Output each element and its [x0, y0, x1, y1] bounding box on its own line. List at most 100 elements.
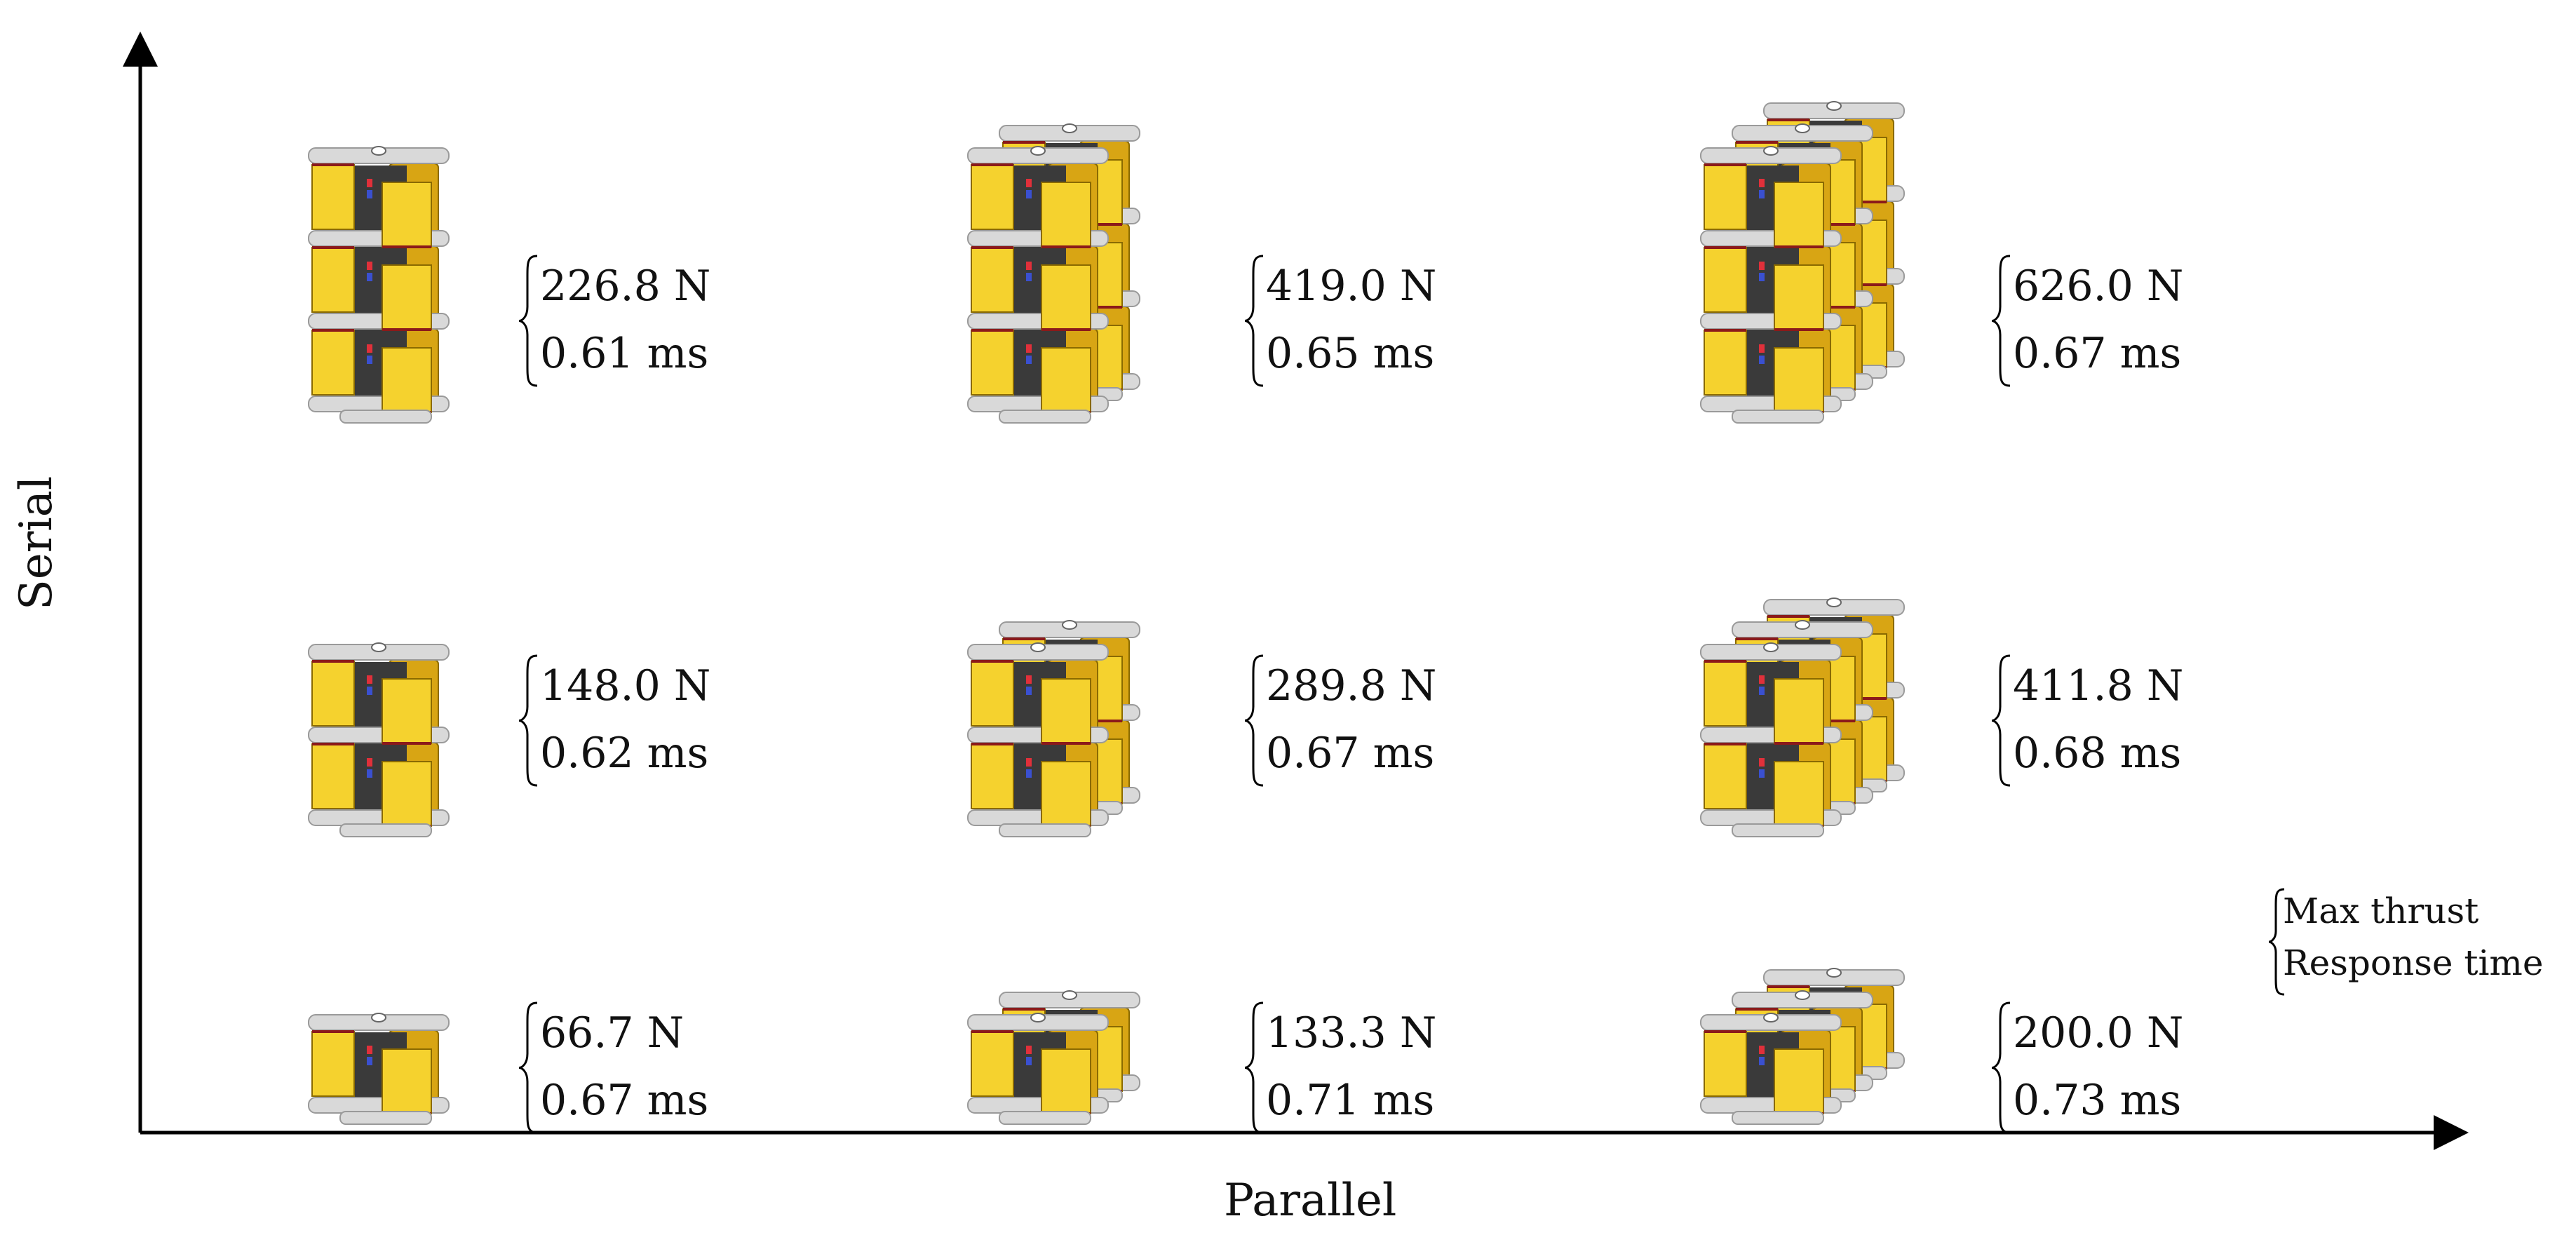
contact-blue: [1026, 356, 1032, 364]
top-hole: [1030, 642, 1046, 652]
response-time-value: 0.67 ms: [1266, 729, 1435, 778]
top-hole: [1795, 620, 1810, 630]
contact-red: [1026, 758, 1032, 767]
max-thrust-value: 148.0 N: [540, 661, 711, 710]
front-panel-left: [1704, 247, 1747, 313]
actuator-unit: [967, 642, 1109, 837]
module-3s2p: [967, 123, 1140, 424]
front-panel-left: [311, 743, 355, 809]
contact-red: [1759, 262, 1765, 270]
response-time-value: 0.67 ms: [540, 1076, 709, 1125]
module-2s2p: [967, 620, 1140, 837]
front-panel-right: [1774, 182, 1824, 248]
front-panel-right: [382, 761, 432, 827]
contact-blue: [1026, 769, 1032, 778]
legend-response-time: Response time: [2283, 943, 2544, 983]
max-thrust-value: 289.8 N: [1266, 661, 1437, 710]
curly-brace: [1244, 255, 1264, 387]
contact-blue: [1759, 1057, 1765, 1065]
front-panel-right: [1774, 347, 1824, 413]
module-3s3p: [1700, 101, 1905, 424]
response-time-value: 0.65 ms: [1266, 329, 1435, 378]
curly-brace: [518, 255, 538, 387]
actuator-unit: [967, 146, 1109, 424]
cell-label: 66.7 N 0.67 ms: [540, 999, 708, 1134]
curly-brace: [1991, 1001, 2011, 1134]
legend-max-thrust: Max thrust: [2283, 891, 2479, 931]
front-panel-right: [382, 264, 432, 330]
module-1s1p: [308, 1013, 450, 1125]
front-panel-left: [1704, 164, 1747, 230]
contact-red: [1759, 179, 1765, 187]
front-panel-right: [1774, 1048, 1824, 1114]
actuator-unit: [308, 1013, 450, 1125]
top-hole: [1062, 990, 1077, 1000]
base-foot: [999, 1111, 1091, 1125]
actuator-unit: [308, 642, 450, 837]
legend: Max thrust Response time: [2283, 885, 2543, 989]
curly-brace: [518, 654, 538, 787]
front-panel-left: [311, 1031, 355, 1097]
top-hole: [1763, 146, 1779, 156]
cell-label: 148.0 N 0.62 ms: [540, 652, 710, 787]
curly-brace: [1244, 1001, 1264, 1134]
contact-red: [1026, 179, 1032, 187]
actuator-unit: [1700, 642, 1842, 837]
actuator-unit: [1700, 146, 1842, 424]
max-thrust-value: 626.0 N: [2013, 262, 2184, 311]
front-panel-right: [1041, 761, 1091, 827]
x-axis-label: Parallel: [1224, 1175, 1397, 1227]
front-panel-left: [971, 743, 1014, 809]
actuator-unit: [308, 146, 450, 424]
actuator-modules: [308, 101, 1905, 1125]
contact-red: [1759, 675, 1765, 684]
module-1s3p: [1700, 968, 1905, 1125]
contact-blue: [1759, 273, 1765, 281]
contact-red: [367, 262, 372, 270]
front-panel-left: [1704, 1031, 1747, 1097]
module-2s3p: [1700, 598, 1905, 837]
front-panel-left: [311, 661, 355, 727]
legend-brace: [2268, 888, 2285, 996]
front-panel-left: [311, 164, 355, 230]
max-thrust-value: 66.7 N: [540, 1008, 685, 1058]
contact-blue: [367, 769, 372, 778]
front-panel-left: [971, 247, 1014, 313]
contact-blue: [1026, 190, 1032, 198]
contact-blue: [1759, 356, 1765, 364]
top-hole: [1062, 123, 1077, 133]
cell-label: 289.8 N 0.67 ms: [1266, 652, 1436, 787]
top-hole: [1763, 642, 1779, 652]
top-hole: [1062, 620, 1077, 630]
base-foot: [339, 1111, 432, 1125]
max-thrust-value: 200.0 N: [2013, 1008, 2184, 1058]
contact-red: [1026, 1046, 1032, 1054]
front-panel-right: [382, 182, 432, 248]
front-panel-right: [382, 1048, 432, 1114]
max-thrust-value: 133.3 N: [1266, 1008, 1437, 1058]
contact-blue: [367, 356, 372, 364]
front-panel-right: [1041, 678, 1091, 744]
label-braces: [518, 255, 2285, 1134]
response-time-value: 0.62 ms: [540, 729, 709, 778]
contact-blue: [1026, 273, 1032, 281]
y-axis-label: Serial: [11, 475, 62, 610]
top-hole: [371, 642, 386, 652]
contact-blue: [367, 273, 372, 281]
max-thrust-value: 226.8 N: [540, 262, 711, 311]
front-panel-right: [382, 678, 432, 744]
base-foot: [999, 410, 1091, 424]
front-panel-right: [1774, 761, 1824, 827]
base-foot: [1732, 823, 1824, 837]
contact-blue: [367, 687, 372, 695]
base-foot: [1732, 1111, 1824, 1125]
contact-blue: [367, 1057, 372, 1065]
module-3s1p: [308, 146, 450, 424]
contact-red: [367, 179, 372, 187]
